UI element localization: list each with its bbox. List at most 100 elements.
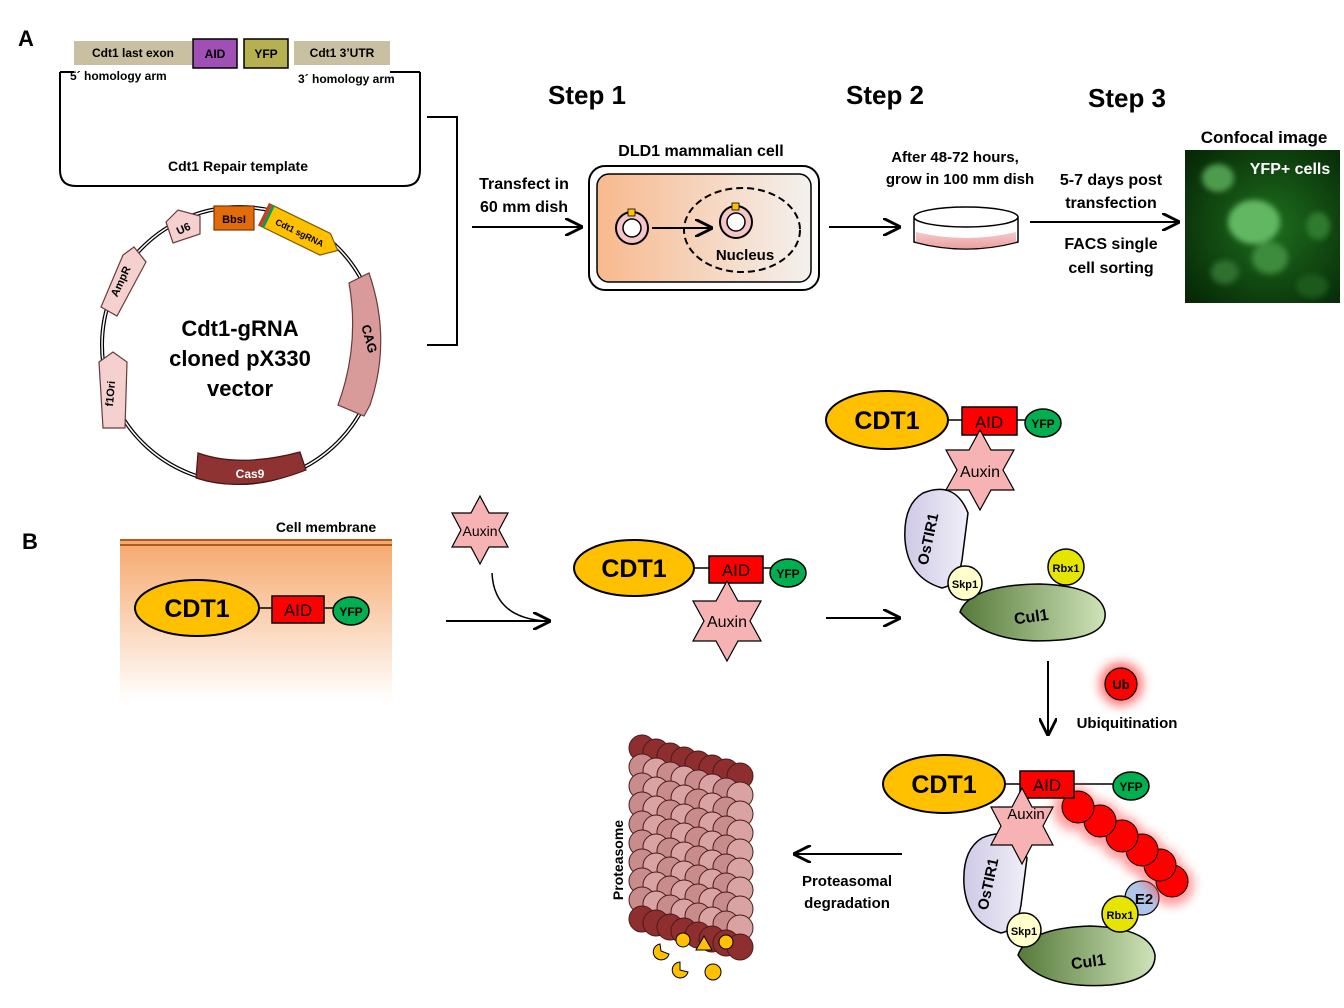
dld1-cell: Nucleus (588, 165, 820, 291)
homology-arm-5-label: 5´ homology arm (70, 69, 167, 83)
degradation-text-line1: Proteasomal (802, 873, 892, 890)
cul1-label: Cul1 (1013, 607, 1050, 629)
peptide-fragments (652, 932, 734, 981)
step3-text-line2: transfection (1065, 195, 1157, 212)
step3-text-line4: cell sorting (1068, 260, 1153, 277)
step2-title: Step 2 (846, 80, 924, 110)
aid-segment (192, 38, 238, 69)
yfp-tag (1024, 408, 1062, 438)
ubiquitin-molecule: Ub (1099, 662, 1143, 706)
rbx1-protein (1047, 548, 1085, 586)
step2-text-line2: grow in 100 mm dish (886, 171, 1034, 188)
cdt1-auxin-complex: CDT1 AID YFP Auxin (573, 539, 807, 663)
skp1-label: Skp1 (1011, 926, 1037, 938)
homology-arm-3-label: 3´ homology arm (298, 72, 395, 86)
cag-label: CAG (358, 323, 380, 355)
cdt1-label: CDT1 (601, 555, 666, 583)
proteasome-label: Proteasome (610, 820, 626, 900)
repair-template-caption: Cdt1 Repair template (168, 158, 308, 174)
ampr-feature (100, 246, 147, 317)
yfp-tag (332, 596, 370, 626)
yfp-label: YFP (776, 567, 799, 581)
cdt1-label: CDT1 (164, 595, 229, 623)
step2-text-line1: After 48-72 hours, (891, 149, 1019, 166)
u6-label: U6 (175, 221, 193, 238)
auxin-molecule: Auxin (451, 494, 509, 566)
nucleus-outline (683, 187, 801, 273)
f1ori-feature (98, 351, 128, 429)
cdt1-3utr-segment (294, 41, 390, 65)
transfect-text-line1: Transfect in (479, 176, 569, 193)
aid-label: AID (975, 413, 1003, 432)
nucleus-label: Nucleus (716, 247, 774, 264)
auxin-label: Auxin (960, 464, 1000, 481)
polyubiquitinated-complex: Cul1 OsTIR1 Skp1 E2 Rbx1 (882, 754, 1194, 987)
auxin-curve (491, 572, 547, 622)
plasmid-title-line2: cloned pX330 (169, 346, 311, 371)
cdt1-aid-yfp-construct-1: CDT1 AID YFP (134, 579, 370, 637)
polyubiquitin-chain (1053, 787, 1194, 906)
rbx1-label: Rbx1 (1053, 563, 1080, 575)
sgrna-feature: Cdt1 sgRNA (257, 202, 339, 256)
ub-label: Ub (1112, 677, 1129, 692)
cul1-protein (1017, 925, 1156, 987)
auxin-label: Auxin (462, 523, 497, 539)
scf-tir1-complex: Cul1 OsTIR1 Skp1 Rbx1 CDT1 AID YFP Auxin (825, 390, 1106, 642)
yfp-label: YFP (1031, 417, 1054, 431)
culture-dish (913, 206, 1019, 250)
step3-text-line3: FACS single (1064, 236, 1157, 253)
skp1-protein (1006, 912, 1042, 948)
cdt1-label: CDT1 (911, 771, 976, 799)
cdt1-last-exon-label: Cdt1 last exon (92, 46, 174, 60)
yfp-label: YFP (339, 605, 362, 619)
aid-tag (961, 406, 1018, 436)
aid-tag (1019, 770, 1075, 799)
ubiquitination-label: Ubiquitination (1077, 715, 1178, 732)
cas9-label: Cas9 (236, 467, 265, 481)
cul1-label: Cul1 (1070, 952, 1107, 974)
auxin-molecule (944, 428, 1016, 512)
f1ori-label: f1Ori (104, 380, 118, 407)
confocal-title: Confocal image (1201, 128, 1328, 147)
cell-membrane-label: Cell membrane (276, 519, 377, 535)
step1-title: Step 1 (548, 80, 626, 110)
bbsi-feature (213, 205, 255, 231)
cdt1-3utr-label: Cdt1 3’UTR (310, 46, 375, 60)
rbx1-label: Rbx1 (1107, 910, 1134, 922)
auxin-label: Auxin (1007, 806, 1045, 823)
plasmid-title-line1: Cdt1-gRNA (181, 316, 298, 341)
panel-a-label: A (18, 26, 34, 51)
cul1-protein (959, 583, 1106, 642)
cdt1-protein (825, 390, 949, 450)
bbsi-label: BbsI (222, 214, 246, 226)
cdt1-protein (134, 579, 260, 637)
auxin-molecule (990, 786, 1054, 866)
grouping-bracket (427, 116, 458, 346)
step3-title: Step 3 (1088, 83, 1166, 113)
auxin-label: Auxin (707, 614, 747, 631)
rbx1-protein (1101, 895, 1139, 933)
yfp-tag (1112, 771, 1150, 801)
confocal-image: YFP+ cells (1185, 150, 1340, 303)
skp1-protein (947, 565, 983, 601)
e2-label: E2 (1135, 891, 1153, 908)
degradation-text-line2: degradation (804, 895, 890, 912)
cas9-feature (195, 451, 307, 485)
aid-tag (271, 595, 325, 624)
yfp-segment-label: YFP (254, 47, 277, 61)
aid-segment-label: AID (205, 47, 226, 61)
cdt1-label: CDT1 (854, 407, 919, 435)
cag-feature (337, 272, 382, 417)
yfp-label: YFP (1119, 780, 1142, 794)
ostir1-protein (904, 488, 969, 589)
cdt1-last-exon-segment (74, 41, 192, 65)
plasmid-map: CAG Cas9 f1Ori AmpR U6 BbsI Cdt1 sgRNA C… (98, 202, 382, 485)
panel-b-label: B (22, 529, 38, 554)
u6-feature (165, 209, 201, 244)
aid-label: AID (284, 601, 312, 620)
cell-title: DLD1 mammalian cell (618, 143, 783, 160)
repair-template: Cdt1 last exon AID YFP Cdt1 3’UTR 5´ hom… (59, 38, 421, 187)
plasmid-title-line3: vector (207, 376, 273, 401)
skp1-label: Skp1 (952, 579, 978, 591)
